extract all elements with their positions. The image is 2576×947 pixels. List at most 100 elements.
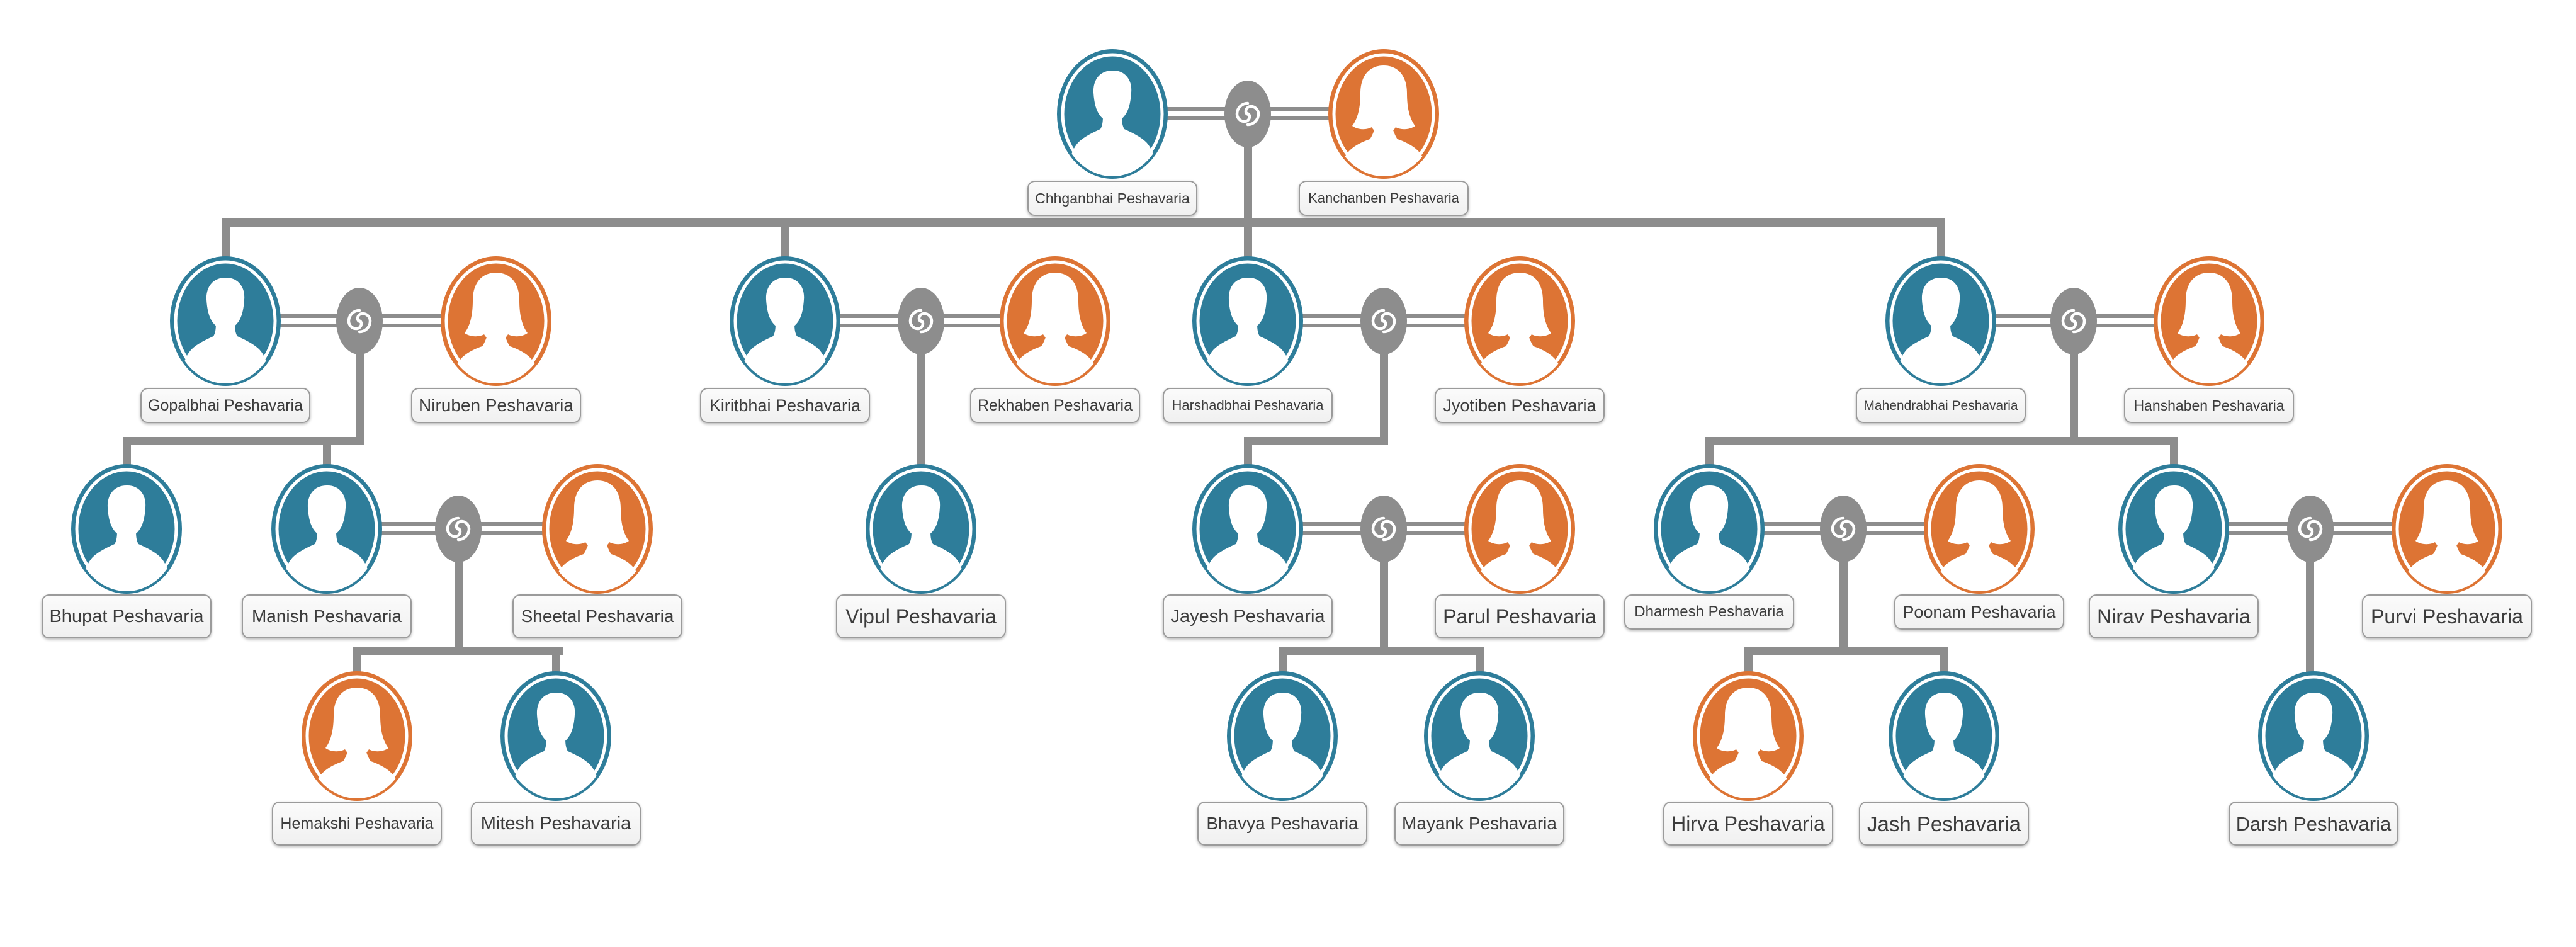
avatar-nirav[interactable] — [2118, 464, 2229, 594]
label-chhganbhai[interactable]: Chhganbhai Peshavaria — [1027, 181, 1197, 216]
label-kanchanben[interactable]: Kanchanben Peshavaria — [1299, 181, 1469, 216]
avatar-kiritbhai[interactable] — [730, 256, 840, 386]
label-niruben[interactable]: Niruben Peshavaria — [411, 388, 581, 423]
label-purvi[interactable]: Purvi Peshavaria — [2362, 594, 2532, 638]
label-sheetal[interactable]: Sheetal Peshavaria — [512, 594, 682, 638]
avatar-bhavya[interactable] — [1227, 671, 1338, 801]
label-bhupat[interactable]: Bhupat Peshavaria — [42, 594, 212, 638]
marriage-node — [336, 288, 383, 354]
avatar-purvi[interactable] — [2392, 464, 2502, 594]
person-name: Vipul Peshavaria — [845, 605, 997, 628]
person-name: Hanshaben Peshavaria — [2133, 397, 2285, 414]
person-name: Jayesh Peshavaria — [1170, 606, 1325, 627]
label-poonam[interactable]: Poonam Peshavaria — [1894, 594, 2064, 630]
spiral-icon — [336, 288, 383, 354]
label-hirva[interactable]: Hirva Peshavaria — [1663, 802, 1833, 846]
person-name: Kanchanben Peshavaria — [1308, 190, 1459, 206]
marriage-node — [1360, 288, 1407, 354]
avatar-niruben[interactable] — [441, 256, 551, 386]
avatar-jayesh[interactable] — [1192, 464, 1303, 594]
person-name: Kiritbhai Peshavaria — [709, 395, 861, 415]
marriage-node — [898, 288, 944, 354]
connector-line — [353, 647, 563, 655]
person-name: Jash Peshavaria — [1867, 812, 2021, 836]
label-dharmesh[interactable]: Dharmesh Peshavaria — [1624, 594, 1794, 630]
marriage-node — [1360, 496, 1407, 562]
label-mayank[interactable]: Mayank Peshavaria — [1394, 802, 1564, 846]
person-name: Hemakshi Peshavaria — [280, 814, 434, 832]
connector-line — [2070, 349, 2078, 441]
label-rekhaben[interactable]: Rekhaben Peshavaria — [970, 388, 1140, 423]
connector-line — [1380, 557, 1388, 651]
avatar-jyotiben[interactable] — [1464, 256, 1575, 386]
connector-line — [1380, 349, 1388, 441]
connector-line — [781, 218, 789, 264]
avatar-harshadbhai[interactable] — [1192, 256, 1303, 386]
avatar-dharmesh[interactable] — [1654, 464, 1765, 594]
avatar-chhganbhai[interactable] — [1057, 49, 1168, 179]
label-darsh[interactable]: Darsh Peshavaria — [2229, 802, 2398, 846]
person-name: Jyotiben Peshavaria — [1443, 395, 1596, 415]
avatar-vipul[interactable] — [866, 464, 976, 594]
person-name: Hirva Peshavaria — [1671, 812, 1825, 835]
label-jash[interactable]: Jash Peshavaria — [1859, 802, 2029, 846]
marriage-node — [1820, 496, 1867, 562]
avatar-mayank[interactable] — [1424, 671, 1535, 801]
avatar-manish[interactable] — [271, 464, 382, 594]
avatar-mitesh[interactable] — [500, 671, 611, 801]
avatar-poonam[interactable] — [1924, 464, 2035, 594]
label-manish[interactable]: Manish Peshavaria — [242, 594, 412, 638]
avatar-jash[interactable] — [1889, 671, 1999, 801]
spiral-icon — [1224, 81, 1271, 147]
label-hemakshi[interactable]: Hemakshi Peshavaria — [272, 802, 442, 846]
connector-line — [2306, 557, 2314, 680]
spiral-icon — [1360, 288, 1407, 354]
avatar-gopalbhai[interactable] — [170, 256, 281, 386]
spiral-icon — [435, 496, 482, 562]
connector-line — [1839, 557, 1848, 651]
label-vipul[interactable]: Vipul Peshavaria — [836, 594, 1006, 638]
label-harshadbhai[interactable]: Harshadbhai Peshavaria — [1163, 388, 1333, 423]
avatar-hirva[interactable] — [1693, 671, 1804, 801]
person-name: Dharmesh Peshavaria — [1634, 603, 1784, 620]
spiral-icon — [898, 288, 944, 354]
label-bhavya[interactable]: Bhavya Peshavaria — [1197, 802, 1367, 846]
connector-line — [455, 557, 463, 651]
person-name: Harshadbhai Peshavaria — [1172, 397, 1324, 413]
avatar-bhupat[interactable] — [71, 464, 182, 594]
person-name: Parul Peshavaria — [1443, 605, 1596, 628]
connector-line — [1244, 144, 1252, 222]
person-name: Poonam Peshavaria — [1902, 602, 2056, 621]
label-mitesh[interactable]: Mitesh Peshavaria — [471, 802, 641, 846]
avatar-hanshaben[interactable] — [2154, 256, 2264, 386]
label-jayesh[interactable]: Jayesh Peshavaria — [1163, 594, 1333, 638]
marriage-node — [2287, 496, 2334, 562]
spiral-icon — [1360, 496, 1407, 562]
label-nirav[interactable]: Nirav Peshavaria — [2089, 594, 2259, 638]
person-name: Manish Peshavaria — [251, 606, 402, 626]
spiral-icon — [2050, 288, 2097, 354]
label-mahendrabhai[interactable]: Mahendrabhai Peshavaria — [1856, 388, 2026, 423]
label-gopalbhai[interactable]: Gopalbhai Peshavaria — [140, 388, 310, 423]
avatar-sheetal[interactable] — [542, 464, 653, 594]
avatar-darsh[interactable] — [2258, 671, 2369, 801]
label-parul[interactable]: Parul Peshavaria — [1435, 594, 1605, 638]
avatar-rekhaben[interactable] — [1000, 256, 1110, 386]
avatar-hemakshi[interactable] — [302, 671, 412, 801]
marriage-node — [2050, 288, 2097, 354]
label-kiritbhai[interactable]: Kiritbhai Peshavaria — [700, 388, 870, 423]
spiral-icon — [2287, 496, 2334, 562]
label-hanshaben[interactable]: Hanshaben Peshavaria — [2124, 388, 2294, 423]
person-name: Darsh Peshavaria — [2235, 812, 2392, 835]
avatar-mahendrabhai[interactable] — [1885, 256, 1996, 386]
spiral-icon — [1820, 496, 1867, 562]
person-name: Nirav Peshavaria — [2097, 605, 2251, 628]
person-name: Purvi Peshavaria — [2371, 605, 2523, 628]
person-name: Mitesh Peshavaria — [480, 813, 631, 834]
connector-line — [1744, 647, 1948, 655]
connector-line — [1279, 647, 1484, 655]
avatar-parul[interactable] — [1464, 464, 1575, 594]
avatar-kanchanben[interactable] — [1328, 49, 1439, 179]
label-jyotiben[interactable]: Jyotiben Peshavaria — [1435, 388, 1605, 423]
